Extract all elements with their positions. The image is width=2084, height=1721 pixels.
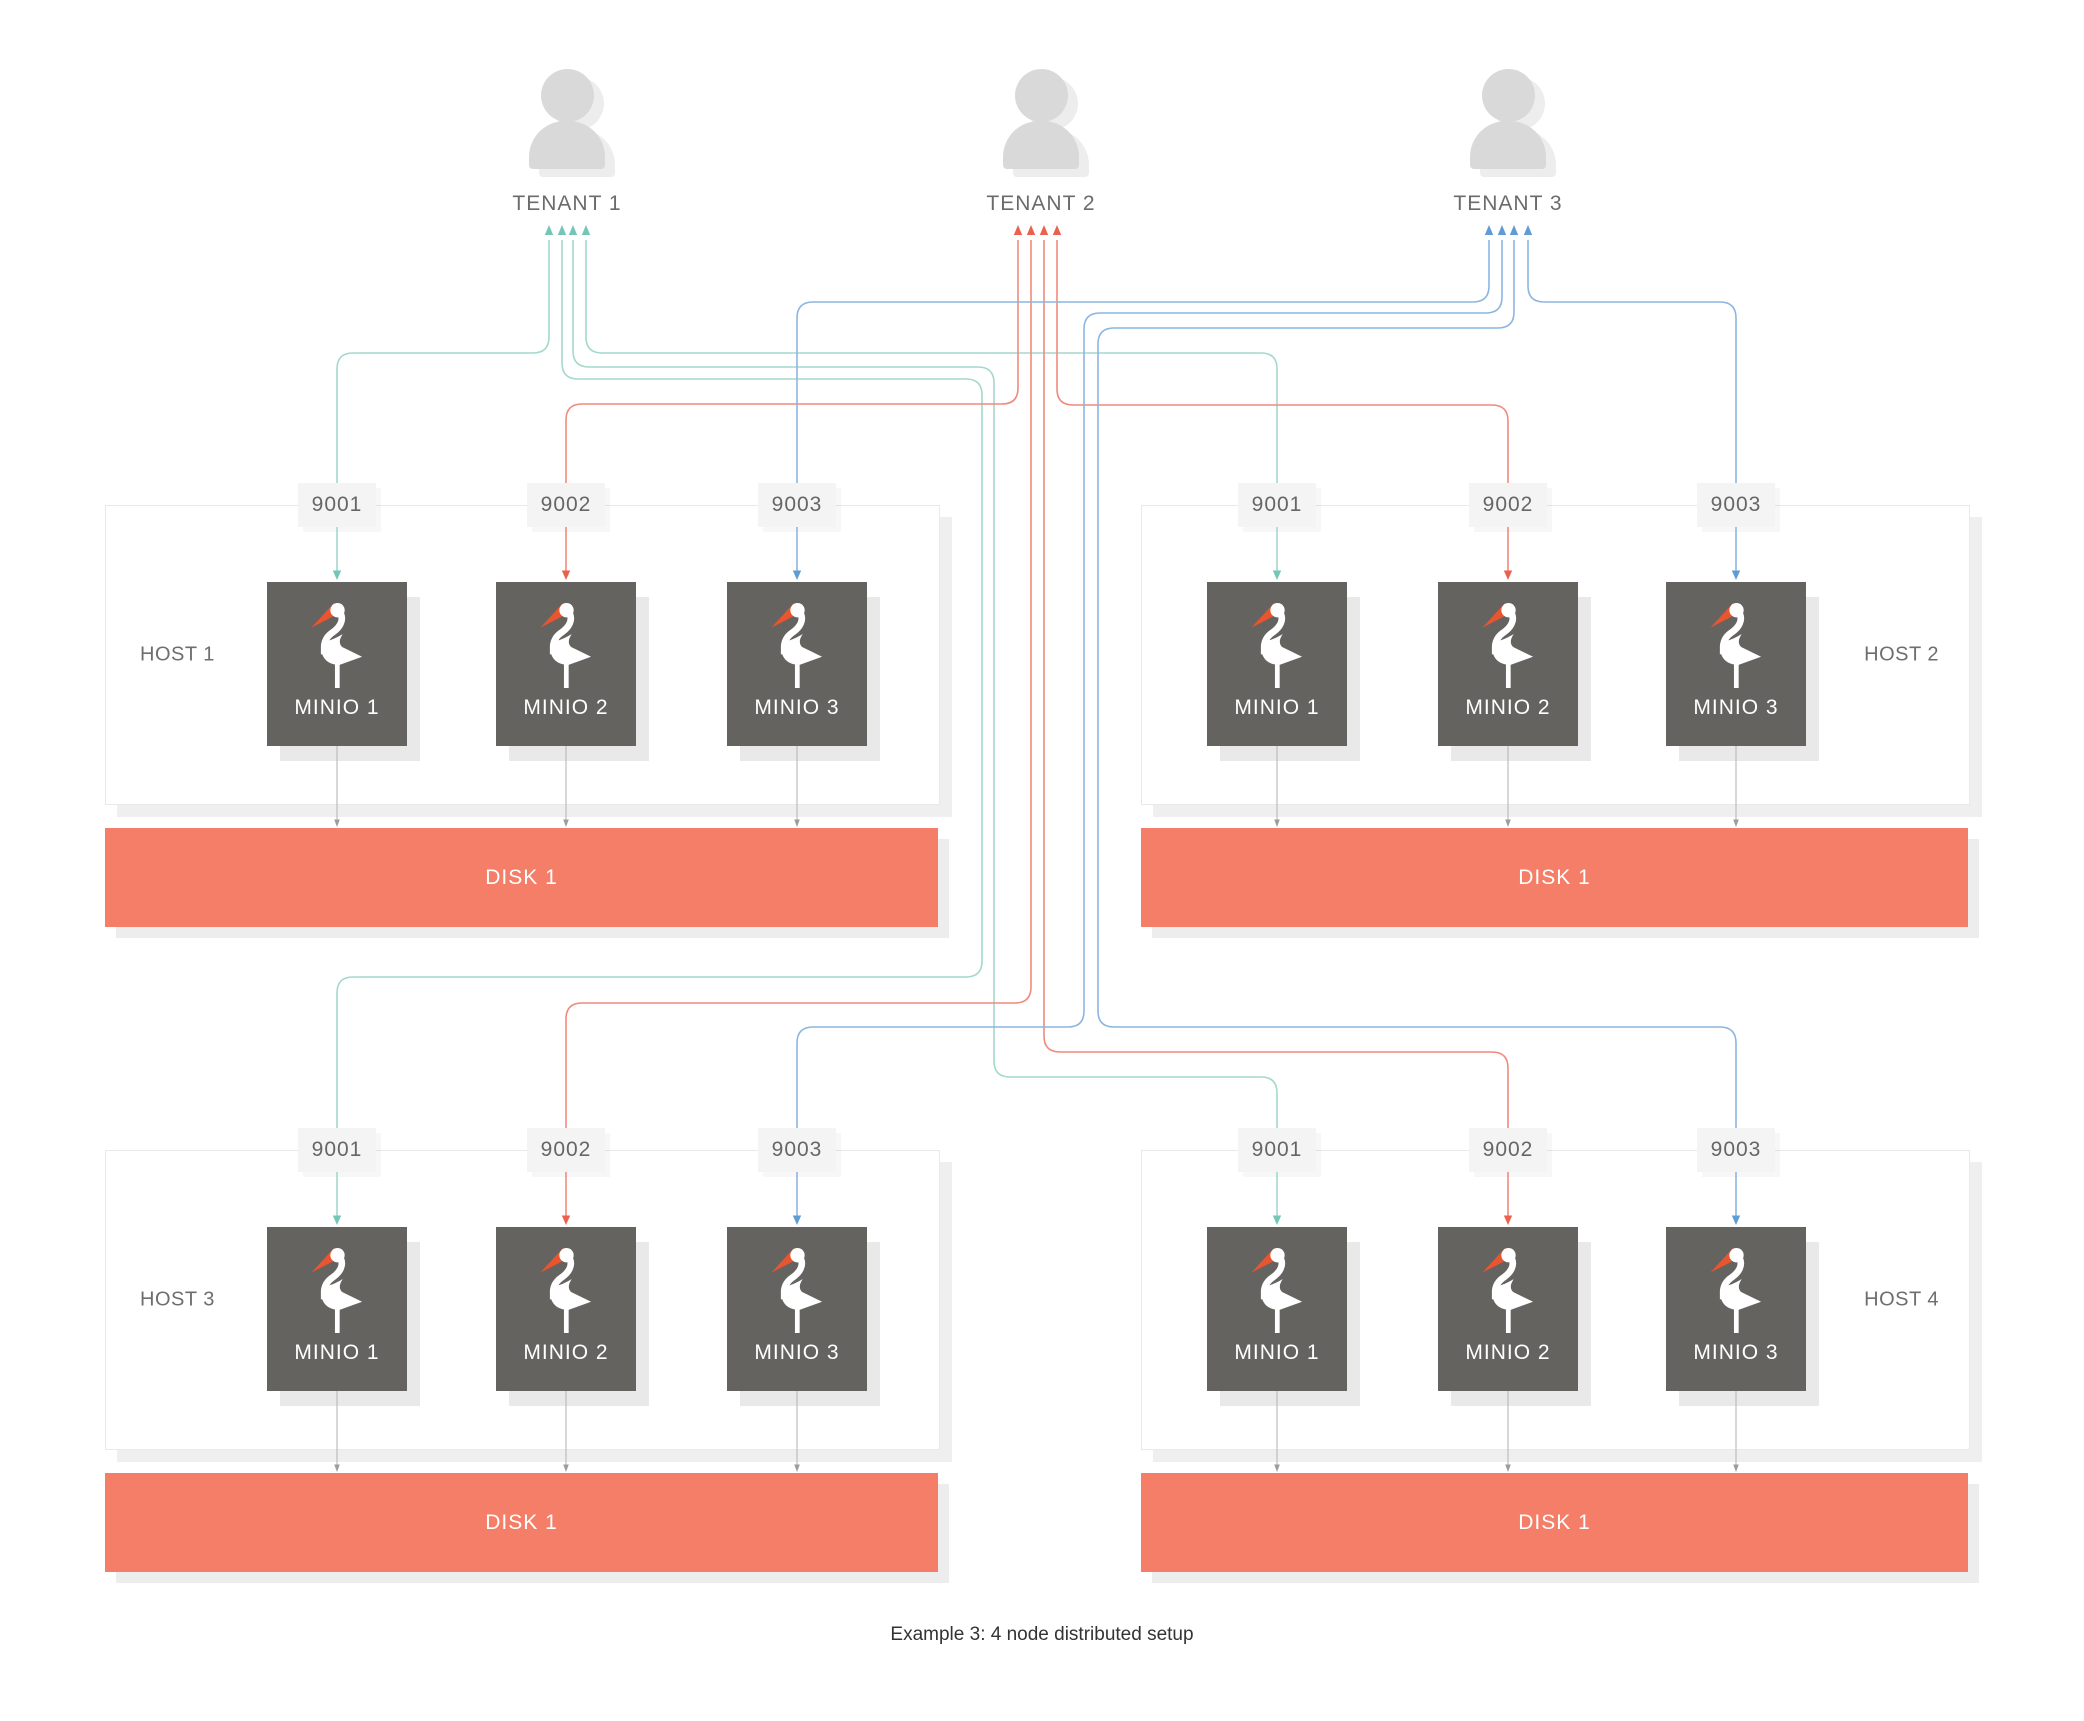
minio-label: MINIO 2 [1465,696,1551,719]
minio-bird-icon [1248,601,1306,689]
minio-label: MINIO 3 [754,696,840,719]
disk-bar: DISK 1 [105,1473,938,1572]
person-icon [1003,69,1079,169]
disk-bar: DISK 1 [1141,828,1968,927]
person-torso [1003,121,1079,169]
host-label: HOST 2 [1864,643,1939,666]
person-head [1481,69,1535,122]
port-label: 9003 [1697,1128,1775,1172]
minio-box: MINIO 3 [1666,1227,1806,1391]
minio-label: MINIO 2 [523,1341,609,1364]
person-torso [1470,121,1546,169]
minio-box: MINIO 1 [267,1227,407,1391]
minio-label: MINIO 3 [754,1341,840,1364]
person-icon [529,69,605,169]
minio-box: MINIO 1 [267,582,407,746]
person-head [540,69,594,122]
disk-label: DISK 1 [1518,865,1591,889]
minio-bird-icon [768,1246,826,1334]
minio-bird-icon [1248,1246,1306,1334]
minio-label: MINIO 1 [1234,696,1320,719]
minio-box: MINIO 1 [1207,582,1347,746]
minio-label: MINIO 3 [1693,696,1779,719]
port-label: 9001 [1238,483,1316,527]
port-label: 9001 [298,483,376,527]
person-icon [1470,69,1546,169]
port-label: 9002 [527,483,605,527]
minio-box: MINIO 3 [727,582,867,746]
minio-bird-icon [1707,601,1765,689]
port-label: 9002 [527,1128,605,1172]
port-label: 9001 [298,1128,376,1172]
minio-bird-icon [1479,601,1537,689]
person-head [1014,69,1068,122]
port-label: 9003 [1697,483,1775,527]
disk-bar: DISK 1 [105,828,938,927]
minio-bird-icon [1479,1246,1537,1334]
minio-label: MINIO 2 [1465,1341,1551,1364]
port-label: 9001 [1238,1128,1316,1172]
minio-label: MINIO 1 [294,696,380,719]
port-label: 9002 [1469,1128,1547,1172]
port-label: 9003 [758,1128,836,1172]
minio-label: MINIO 3 [1693,1341,1779,1364]
minio-box: MINIO 2 [1438,1227,1578,1391]
minio-box: MINIO 3 [727,1227,867,1391]
minio-bird-icon [768,601,826,689]
minio-box: MINIO 1 [1207,1227,1347,1391]
minio-bird-icon [537,601,595,689]
port-label: 9003 [758,483,836,527]
host-label: HOST 3 [140,1288,215,1311]
person-torso [529,121,605,169]
diagram-caption: Example 3: 4 node distributed setup [890,1624,1194,1645]
host-label: HOST 4 [1864,1288,1939,1311]
minio-bird-icon [308,1246,366,1334]
minio-box: MINIO 3 [1666,582,1806,746]
minio-box: MINIO 2 [496,582,636,746]
minio-label: MINIO 1 [1234,1341,1320,1364]
minio-bird-icon [1707,1246,1765,1334]
disk-bar: DISK 1 [1141,1473,1968,1572]
minio-box: MINIO 2 [1438,582,1578,746]
disk-label: DISK 1 [485,865,558,889]
minio-label: MINIO 2 [523,696,609,719]
disk-label: DISK 1 [485,1510,558,1534]
minio-bird-icon [308,601,366,689]
tenant-label: TENANT 2 [986,192,1096,215]
minio-bird-icon [537,1246,595,1334]
host-label: HOST 1 [140,643,215,666]
port-label: 9002 [1469,483,1547,527]
tenant-label: TENANT 1 [512,192,622,215]
minio-box: MINIO 2 [496,1227,636,1391]
minio-label: MINIO 1 [294,1341,380,1364]
tenant-label: TENANT 3 [1453,192,1563,215]
disk-label: DISK 1 [1518,1510,1591,1534]
